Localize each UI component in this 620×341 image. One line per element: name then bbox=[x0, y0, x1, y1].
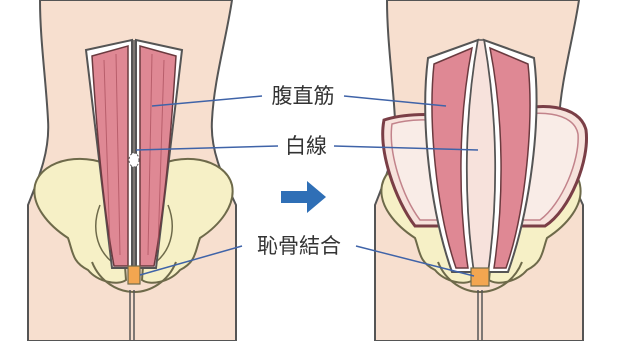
right-arrow-icon bbox=[281, 181, 326, 213]
label-rectus-abdominis: 腹直筋 bbox=[272, 84, 335, 108]
right-pubic-symphysis bbox=[471, 268, 489, 286]
left-pubic-symphysis bbox=[128, 266, 140, 284]
label-linea-alba: 白線 bbox=[285, 134, 327, 158]
normal-abdomen-figure bbox=[28, 0, 236, 341]
left-navel bbox=[129, 153, 139, 167]
diastasis-abdomen-figure bbox=[375, 0, 587, 341]
label-pubic-symphysis: 恥骨結合 bbox=[257, 234, 341, 258]
